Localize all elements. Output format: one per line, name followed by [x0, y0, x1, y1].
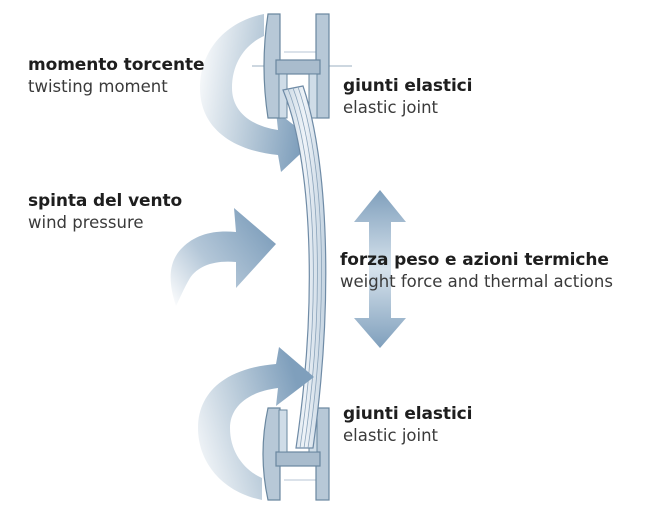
weight-thermal-double-arrow	[354, 190, 406, 348]
bottom-clamp-profile	[262, 407, 330, 501]
wind-pressure-label: spinta del vento wind pressure	[28, 191, 182, 233]
weight-thermal-it: forza peso e azioni termiche	[340, 250, 609, 270]
elastic-joint-bottom-en: elastic joint	[343, 426, 439, 445]
twisting-moment-en: twisting moment	[28, 77, 168, 96]
wind-pressure-it: spinta del vento	[28, 191, 183, 211]
elastic-joint-bottom-it: giunti elastici	[343, 404, 473, 424]
elastic-joint-top-label: giunti elastici elastic joint	[343, 76, 472, 118]
twisting-moment-it: momento torcente	[28, 55, 205, 75]
twisting-moment-label: momento torcente twisting moment	[28, 55, 205, 97]
wind-pressure-en: wind pressure	[28, 213, 144, 232]
wind-pressure-arrow	[170, 208, 276, 306]
weight-thermal-label: forza peso e azioni termiche weight forc…	[340, 250, 613, 292]
laminated-glass-fin	[282, 85, 327, 449]
twisting-moment-arrow-bottom	[198, 347, 314, 500]
elastic-joint-bottom-label: giunti elastici elastic joint	[343, 404, 472, 446]
twisting-moment-arrow-top	[200, 14, 314, 172]
elastic-joint-top-it: giunti elastici	[343, 76, 473, 96]
elastic-joint-top-en: elastic joint	[343, 98, 439, 117]
weight-thermal-en: weight force and thermal actions	[340, 272, 613, 291]
